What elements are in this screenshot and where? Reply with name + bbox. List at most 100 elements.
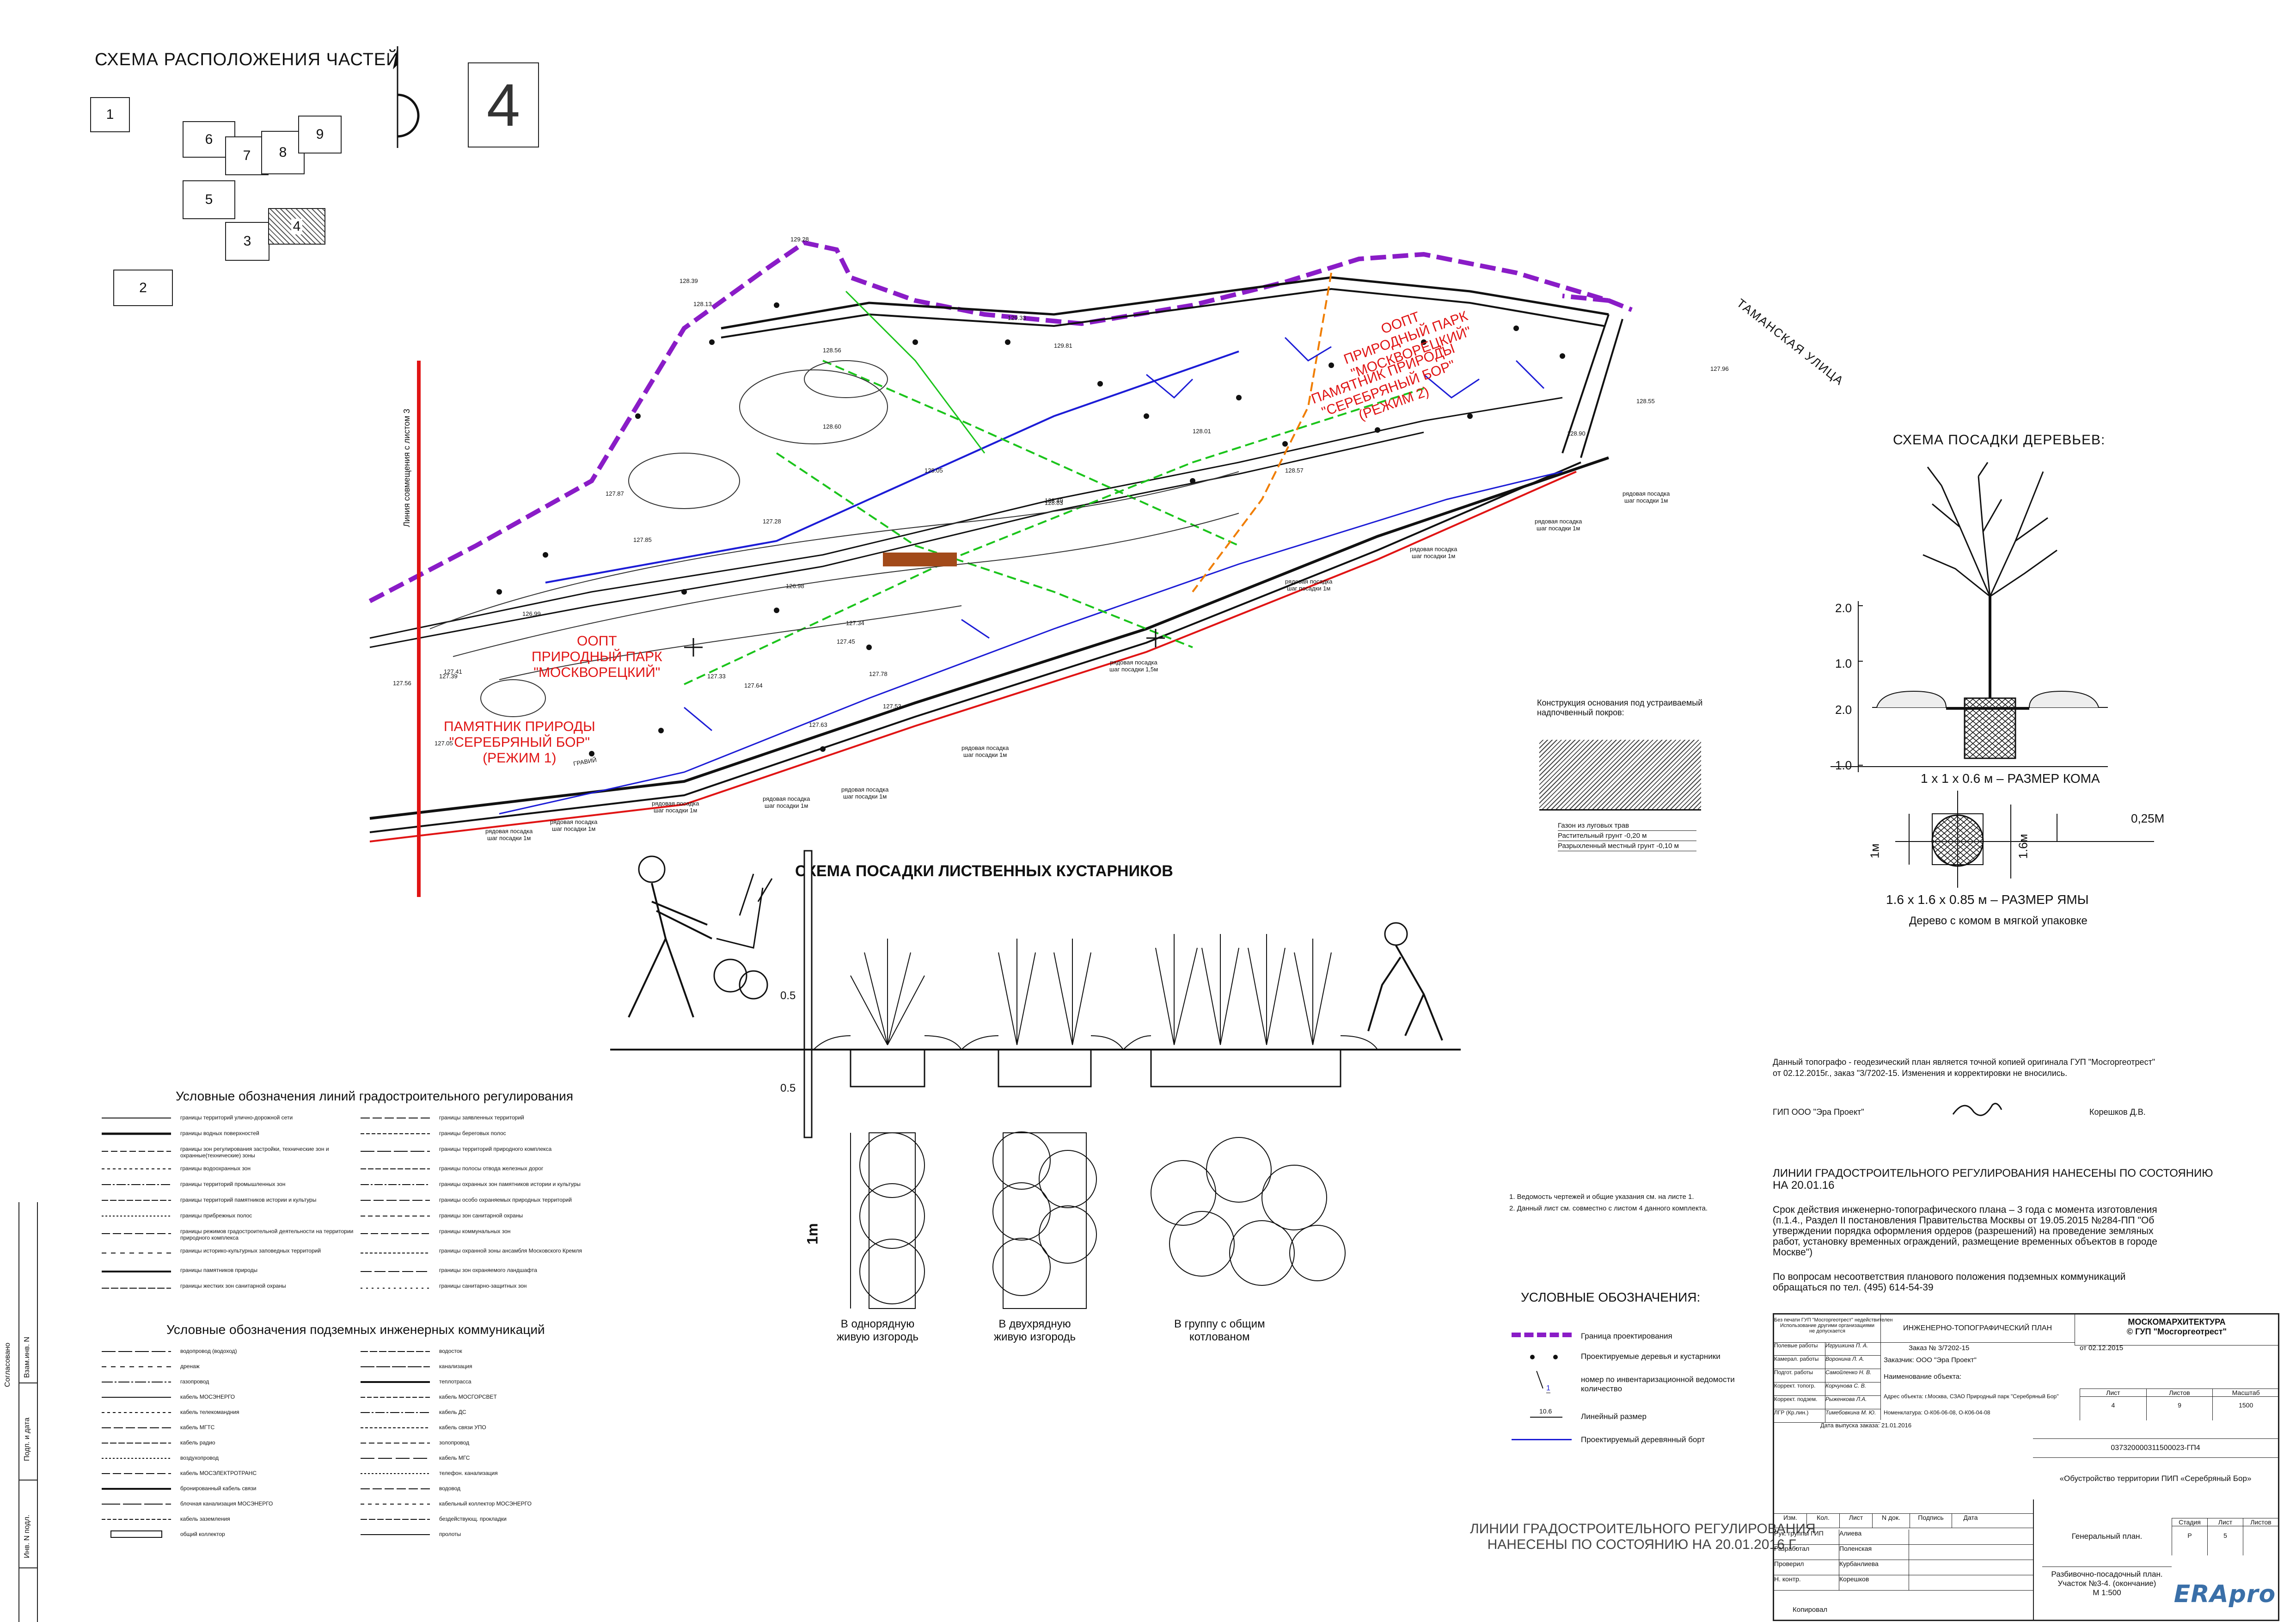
layout-scheme-title: СХЕМА РАСПОЛОЖЕНИЯ ЧАСТЕЙ [95,50,399,69]
legend-item: кабель радио [180,1439,215,1446]
gip-label: ГИП ООО "Эра Проект" [1773,1107,1864,1117]
stage-hdr: Листов [2243,1518,2278,1526]
elevation-label: 128.39 [680,277,698,284]
role: Н. контр. [1774,1575,1839,1590]
elevation-label: 128.01 [1193,428,1211,435]
legend-item: границы санитарно-защитных зон [439,1283,527,1289]
elevation-label: 128.55 [1636,398,1655,405]
legend-item: телефон. канализация [439,1470,498,1476]
legend-item: границы полосы отвода железных дорог [439,1165,544,1172]
scale-tick-1b: 1.0 [1835,758,1852,772]
part-box-4: 4 [268,208,325,245]
staff-name: Самойленко Н. В. [1825,1369,1872,1376]
legend-item: границы прибрежных полос [180,1212,252,1219]
legend-util-title: Условные обозначения подземных инженерны… [166,1322,545,1337]
legend-item: границы зон санитарной охраны [439,1212,523,1219]
legend-item: блочная канализация МОСЭНЕРГО [180,1500,273,1507]
elevation-label: 127.34 [846,620,864,627]
topographic-map [368,240,1633,897]
coma-size-label: 1 x 1 x 0.6 м – РАЗМЕР КОМА [1921,771,2100,786]
sheet-hdr: Листов [2146,1389,2213,1397]
elevation-label: 126.99 [522,610,541,617]
elevation-label: 127.41 [444,668,462,675]
role-name: Корешков [1839,1575,1909,1590]
legend-item: границы коммунальных зон [439,1228,511,1235]
pit-size-label: 1.6 x 1.6 x 0.85 м – РАЗМЕР ЯМЫ [1886,892,2089,907]
lawn-row: Растительный грунт -0,20 м [1558,831,1696,841]
elevation-label: 127.05 [435,740,453,747]
tree-scheme-title: СХЕМА ПОСАДКИ ДЕРЕВЬЕВ: [1893,432,2106,448]
legend-item: границы территорий памятников истории и … [180,1197,317,1203]
dim-1m-shrub: 1m [804,1223,821,1245]
stage-val: 5 [2223,1532,2227,1539]
legend-item: кабель МГТС [180,1424,215,1431]
legend-item: кабель ДС [439,1409,466,1415]
legend-item: водовод [439,1485,460,1492]
signature-icon [1952,1103,2002,1116]
legend-item: границы зон регулирования застройки, тех… [180,1146,329,1159]
issue-date: Дата выпуска заказа: 21.01.2016 [1820,1422,1912,1429]
elevation-label: 127.53 [883,703,901,710]
legend-reg-left: границы территорий улично-дорожной сети … [102,1114,361,1298]
conventions-list: Граница проектирования Проектируемые дер… [1512,1327,1743,1451]
elevation-label: 127.87 [606,490,624,497]
stage-hdr: Стадия [2172,1518,2207,1526]
staff-role: Полевые работы [1774,1342,1825,1355]
legend-item: границы историко-культурных заповедных т… [180,1247,321,1254]
legend-item: границы зон охраняемого ландшафта [439,1267,537,1273]
contact-note: По вопросам несоответствия планового пол… [1773,1272,2126,1293]
legend-item: дренаж [180,1363,200,1370]
planting-label: рядовая посадка шаг посадки 1,5м [1109,659,1158,673]
staff-name: Рыженкова Л.А. [1825,1396,1867,1402]
lawn-section [1539,740,1701,811]
stamp-block: Без печати ГУП "Мосгоргеотрест" недейств… [1773,1313,2279,1621]
general-plan-label: Генеральный план. [2071,1532,2143,1541]
elevation-label: 128.49 [1045,497,1063,504]
convention-item: номер по инвентаризационной ведомости ко… [1581,1375,1735,1393]
elevation-label: 127.45 [837,638,855,645]
staff-role: Коррект. подзем. [1774,1396,1825,1409]
legend-item: кабельный коллектор МОСЭНЕРГО [439,1500,532,1507]
elevation-label: 128.60 [823,423,841,430]
note-2: 2. Данный лист см. совместно с листом 4 … [1509,1204,1708,1212]
part-box-8: 8 [261,131,305,174]
legend-item: границы береговых полос [439,1130,506,1137]
staff-role: Камерал. работы [1774,1356,1825,1369]
role-name: Алиева [1839,1530,1909,1544]
plan-type: ИНЖЕНЕРНО-ТОПОГРАФИЧЕСКИЙ ПЛАН [1880,1315,2075,1343]
elevation-label: 127.64 [744,682,763,689]
legend-item: канализация [439,1363,472,1370]
shrubs-diagram [610,850,1461,1309]
revision-header: Изм. Кол. Лист N док. Подпись Дата [1774,1513,2033,1528]
elevation-label: 129.81 [1054,342,1072,349]
legend-util-right: водосток канализация теплотрасса кабель … [361,1348,601,1546]
role-name: Курбанлиева [1839,1560,1909,1575]
legend-item: границы водоохранных зон [180,1165,251,1172]
part-box-3: 3 [225,222,269,261]
legend-item: кабель связи УПО [439,1424,486,1431]
gip-name: Корешков Д.В. [2089,1107,2146,1117]
legend-item: водосток [439,1348,462,1354]
elevation-label: 128.90 [1567,430,1586,437]
sheet-number: 4 [468,62,539,147]
role: Проверил [1774,1560,1839,1575]
legend-item: бездействующ. прокладки [439,1516,507,1522]
doc-code: 037320000311500023-ГП4 [2033,1438,2278,1458]
caption-single-hedge: В однорядную живую изгородь [837,1318,919,1343]
legend-item: границы территорий улично-дорожной сети [180,1114,293,1121]
legend-reg-title: Условные обозначения линий градостроител… [176,1089,573,1103]
planting-label: рядовая посадка шаг посадки 1м [841,786,889,800]
planting-label: рядовая посадка шаг посадки 1м [1410,546,1457,559]
lines-state-note: ЛИНИИ ГРАДОСТРОИТЕЛЬНОГО РЕГУЛИРОВАНИЯ Н… [1773,1167,2213,1192]
shrubs-title: СХЕМА ПОСАДКИ ЛИСТВЕННЫХ КУСТАРНИКОВ [795,862,1173,880]
elevation-label: 128.56 [823,347,841,354]
logo-text: ERApro [2174,1580,2276,1608]
legend-util-right-lines [361,1351,430,1535]
elevation-label: 128.13 [693,301,712,307]
company-logo: ERApro [2174,1576,2276,1613]
convention-item: Граница проектирования [1581,1332,1672,1340]
validity-note: Срок действия инженерно-топографического… [1773,1204,2157,1258]
planting-label: рядовая посадка шаг посадки 1м [550,818,598,832]
elevation-label: 127.56 [393,680,411,687]
